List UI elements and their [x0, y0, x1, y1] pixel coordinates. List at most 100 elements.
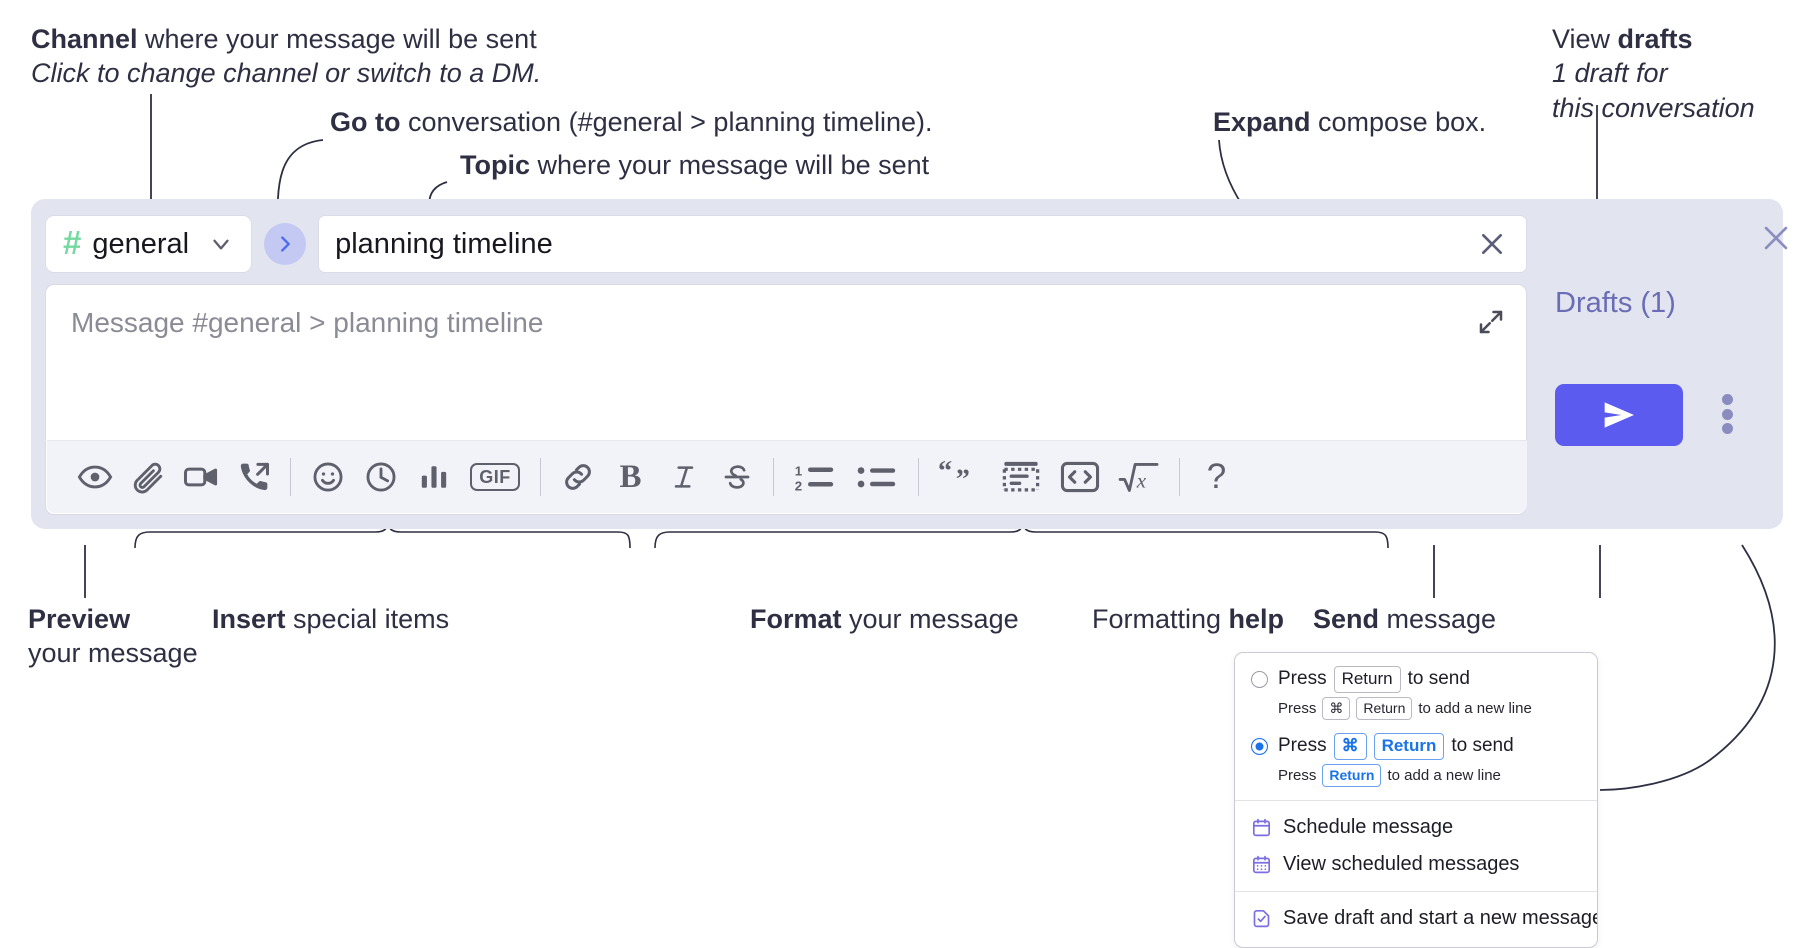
save-draft-icon — [1253, 909, 1270, 927]
video-icon — [183, 467, 217, 487]
topic-input[interactable]: planning timeline — [318, 215, 1527, 273]
schedule-group: Schedule message View scheduled messages — [1235, 801, 1597, 891]
channel-selector[interactable]: # general — [45, 215, 253, 273]
close-compose-panel-button[interactable] — [1753, 215, 1799, 266]
compose-options-button[interactable] — [1709, 391, 1745, 437]
calendar-schedule-icon — [1252, 818, 1271, 836]
send-option-cmd-return[interactable]: Press ⌘ Return to send — [1235, 732, 1597, 761]
attachment-icon — [133, 462, 162, 494]
drafts-link[interactable]: Drafts (1) — [1555, 287, 1676, 319]
expand-icon — [1479, 310, 1503, 334]
annotation-insert: Insert special items — [212, 604, 450, 634]
reminder-button[interactable] — [354, 451, 407, 504]
menu-item-save-draft[interactable]: Save draft and start a new message — [1235, 900, 1597, 937]
compose-options-menu: Press Return to send Press ⌘ Return to a… — [1234, 652, 1598, 948]
hash-icon: # — [63, 223, 82, 261]
channel-name-label: general — [92, 227, 190, 260]
expand-compose-button[interactable] — [1472, 303, 1510, 346]
menu-divider — [1235, 890, 1597, 892]
toolbar-divider — [290, 458, 291, 496]
italic-button[interactable] — [657, 451, 710, 504]
key-return: Return — [1333, 666, 1401, 693]
compose-header-row: # general planning timeline — [45, 213, 1527, 275]
toolbar-divider — [773, 458, 774, 496]
kebab-dot — [1721, 394, 1733, 405]
clock-icon — [366, 462, 395, 492]
option2-suffix: to send — [1451, 735, 1514, 757]
strikethrough-icon — [724, 465, 749, 489]
annotation-drafts: View drafts 1 draft for this conversatio… — [1552, 24, 1755, 123]
clear-topic-button[interactable] — [1472, 224, 1512, 264]
math-icon: x — [1118, 462, 1159, 493]
bold-button[interactable]: B — [604, 451, 657, 504]
italic-icon — [674, 466, 693, 488]
bulleted-list-icon — [857, 467, 896, 488]
option1-sub-suffix: to add a new line — [1418, 699, 1532, 717]
option1-prefix: Press — [1278, 668, 1327, 690]
svg-text:“: “ — [938, 460, 952, 487]
ordered-list-button[interactable]: 1 2 — [784, 451, 846, 504]
video-button[interactable] — [174, 451, 227, 504]
preview-icon — [77, 465, 112, 489]
bold-icon: B — [619, 458, 642, 495]
code-block-button[interactable] — [991, 451, 1051, 504]
link-button[interactable] — [551, 451, 604, 504]
radio-return[interactable] — [1251, 670, 1268, 688]
svg-text:2: 2 — [795, 478, 802, 493]
blockquote-icon: “ ” — [938, 460, 970, 494]
chevron-right-icon — [281, 236, 290, 252]
toolbar-divider — [540, 458, 541, 496]
annotation-expand: Expand compose box. — [1213, 107, 1487, 137]
menu-item-label: Save draft and start a new message — [1283, 906, 1598, 929]
menu-divider — [1235, 799, 1597, 801]
preview-button[interactable] — [68, 451, 121, 504]
annotation-format: Format your message — [750, 604, 1019, 634]
bulleted-list-button[interactable] — [846, 451, 908, 504]
calendar-grid-icon — [1252, 855, 1271, 873]
message-input-area[interactable]: Message #general > planning timeline — [45, 284, 1527, 515]
strikethrough-button[interactable] — [710, 451, 763, 504]
send-option-return[interactable]: Press Return to send — [1235, 665, 1597, 694]
option1-sub-prefix: Press — [1278, 699, 1317, 717]
key-return: Return — [1373, 732, 1445, 760]
menu-item-label: View scheduled messages — [1283, 852, 1520, 875]
toolbar-divider — [918, 458, 919, 496]
menu-item-view-scheduled-messages[interactable]: View scheduled messages — [1235, 846, 1597, 883]
chevron-down-icon — [208, 231, 234, 257]
gif-button[interactable]: GIF — [460, 451, 530, 504]
close-icon — [1482, 234, 1502, 254]
key-command: ⌘ — [1322, 696, 1351, 720]
code-block-icon — [1002, 461, 1040, 492]
key-return: Return — [1322, 763, 1382, 787]
send-button[interactable] — [1555, 384, 1683, 446]
formatting-help-button[interactable]: ? — [1190, 451, 1243, 504]
emoji-button[interactable] — [301, 451, 354, 504]
inline-code-icon — [1060, 461, 1100, 493]
link-icon — [564, 464, 591, 490]
message-placeholder: Message #general > planning timeline — [71, 307, 544, 338]
poll-icon — [421, 466, 446, 488]
attachment-button[interactable] — [121, 451, 174, 504]
poll-button[interactable] — [407, 451, 460, 504]
go-to-conversation-button[interactable] — [264, 223, 307, 265]
blockquote-button[interactable]: “ ” — [929, 451, 991, 504]
emoji-icon — [313, 462, 342, 492]
formatting-toolbar: GIF B — [47, 440, 1527, 513]
menu-item-schedule-message[interactable]: Schedule message — [1235, 809, 1597, 846]
kebab-dot — [1721, 408, 1733, 420]
option2-sub-prefix: Press — [1278, 766, 1317, 784]
option2-sub-suffix: to add a new line — [1387, 766, 1501, 784]
option1-suffix: to send — [1407, 668, 1470, 690]
audio-call-button[interactable] — [227, 451, 280, 504]
ordered-list-icon: 1 2 — [795, 464, 834, 493]
menu-item-label: Schedule message — [1283, 815, 1454, 838]
inline-code-button[interactable] — [1051, 451, 1109, 504]
radio-command-return[interactable] — [1251, 737, 1268, 755]
svg-text:”: ” — [956, 464, 970, 494]
draft-group: Save draft and start a new message — [1235, 892, 1597, 947]
math-button[interactable]: x — [1109, 451, 1169, 504]
annotation-send: Send message — [1313, 604, 1497, 634]
close-icon — [1764, 226, 1788, 250]
topic-value: planning timeline — [335, 227, 553, 260]
send-icon — [1604, 402, 1634, 428]
